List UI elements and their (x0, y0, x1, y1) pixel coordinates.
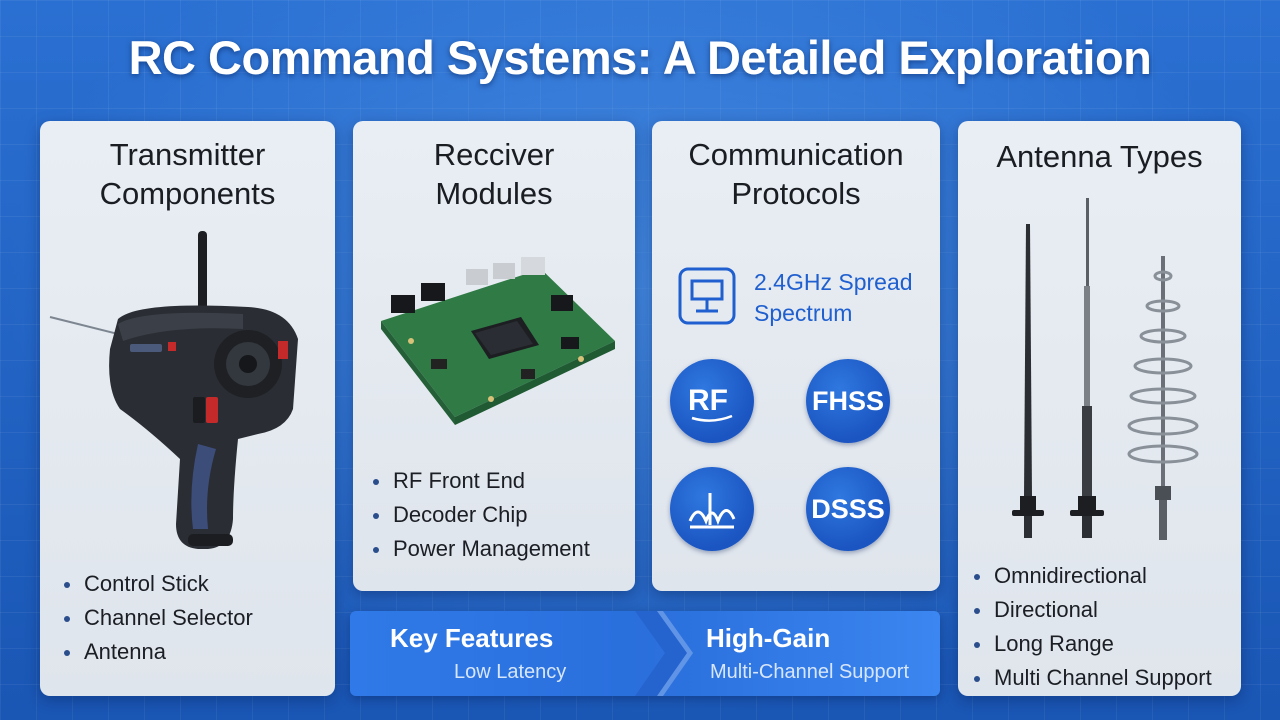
card-title: Recciver Modules (353, 135, 635, 213)
rf-icon: RF (670, 359, 754, 443)
card-title-line2: Modules (435, 176, 553, 211)
transmitter-bullets: Control Stick Channel Selector Antenna (62, 567, 253, 669)
dsss-badge: DSSS (806, 467, 890, 551)
list-item: Long Range (972, 627, 1212, 661)
telescopic-antenna-image (1070, 198, 1104, 538)
list-item: Control Stick (62, 567, 253, 601)
protocol-line2: Spectrum (754, 300, 853, 326)
list-item: Antenna (62, 635, 253, 669)
card-transmitter: Transmitter Components Control Stick Cha… (40, 121, 335, 696)
banner-right-heading: High-Gain (706, 623, 831, 653)
spectrum-icon (678, 267, 736, 325)
list-item: Decoder Chip (371, 498, 590, 532)
svg-text:RF: RF (688, 384, 728, 417)
card-title: Antenna Types (996, 139, 1203, 174)
list-item: RF Front End (371, 464, 590, 498)
protocol-label: 2.4GHz Spread Spectrum (754, 267, 913, 329)
antenna-bullets: Omnidirectional Directional Long Range M… (972, 559, 1212, 695)
card-title-line2: Protocols (731, 176, 861, 211)
banner-left-subtext: Low Latency (454, 661, 567, 683)
fhss-badge: FHSS (806, 359, 890, 443)
card-title: Transmitter Components (40, 135, 335, 213)
card-title-line1: Communication (688, 137, 904, 172)
card-protocols: Communication Protocols 2.4GHz Spread Sp… (652, 121, 940, 591)
page-title: RC Command Systems: A Detailed Explorati… (128, 31, 1152, 84)
card-antenna: Antenna Types Omn (958, 121, 1241, 696)
helical-antenna-image (1127, 256, 1199, 540)
list-item: Channel Selector (62, 601, 253, 635)
banner-right-subtext: Multi-Channel Support (710, 661, 909, 683)
card-title-line1: Recciver (433, 137, 555, 172)
protocol-line1: 2.4GHz Spread (754, 269, 913, 295)
card-receiver: Recciver Modules RF Front End Decoder Ch… (353, 121, 635, 591)
card-title-line1: Transmitter (109, 137, 266, 172)
receiver-bullets: RF Front End Decoder Chip Power Manageme… (371, 464, 590, 566)
whip-antenna-image (1012, 224, 1044, 538)
signal-icon (670, 467, 754, 551)
card-title: Communication Protocols (652, 135, 940, 213)
banner-left-heading: Key Features (390, 623, 554, 653)
antenna-images (1012, 198, 1199, 540)
receiver-board-image (381, 257, 615, 425)
card-title-line2: Components (99, 176, 276, 211)
transmitter-image (49, 231, 298, 549)
list-item: Power Management (371, 532, 590, 566)
list-item: Directional (972, 593, 1212, 627)
list-item: Omnidirectional (972, 559, 1212, 593)
chevron-right-icon (635, 611, 693, 696)
list-item: Multi Channel Support (972, 661, 1212, 695)
key-features-banner: Key Features Low Latency High-Gain Multi… (350, 611, 940, 696)
